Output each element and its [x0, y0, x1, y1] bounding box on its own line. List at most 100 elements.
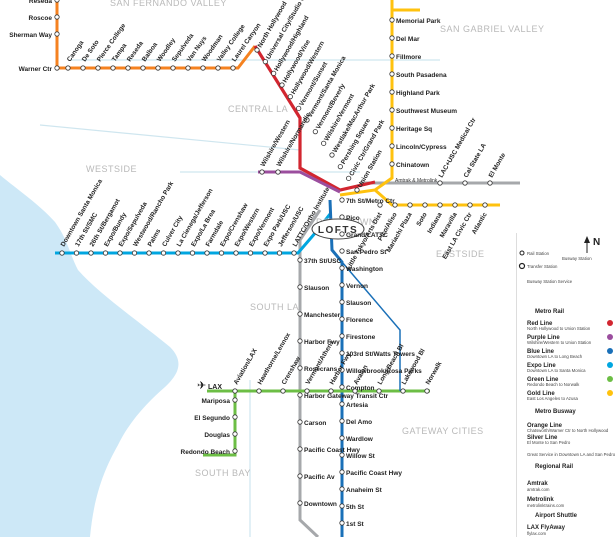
station-marker[interactable] — [487, 180, 493, 186]
station-marker[interactable] — [170, 65, 176, 71]
station-marker[interactable] — [339, 282, 345, 288]
station-marker[interactable] — [95, 65, 101, 71]
station-marker[interactable] — [400, 388, 406, 394]
station-marker[interactable] — [200, 65, 206, 71]
station-marker[interactable] — [389, 89, 395, 95]
station-marker[interactable] — [297, 257, 303, 263]
station-marker[interactable] — [339, 197, 345, 203]
station-marker[interactable] — [54, 0, 60, 3]
station-marker[interactable] — [110, 65, 116, 71]
station-marker[interactable] — [259, 169, 265, 175]
station-marker[interactable] — [329, 152, 335, 158]
station-marker[interactable] — [297, 473, 303, 479]
station-marker[interactable] — [339, 231, 345, 237]
station-marker[interactable] — [204, 250, 210, 256]
station-marker[interactable] — [247, 250, 254, 256]
station-marker[interactable] — [280, 388, 286, 394]
station-marker[interactable] — [389, 17, 395, 23]
station-marker[interactable] — [54, 14, 60, 20]
station-marker[interactable] — [175, 250, 181, 256]
station-marker[interactable] — [482, 202, 488, 208]
station-marker[interactable] — [232, 414, 238, 420]
station-marker[interactable] — [339, 435, 345, 441]
station-marker[interactable] — [232, 397, 238, 403]
station-marker[interactable] — [339, 418, 345, 424]
station-marker[interactable] — [230, 65, 236, 71]
station-marker[interactable] — [339, 520, 345, 526]
station-marker[interactable] — [352, 388, 358, 394]
station-marker[interactable] — [232, 431, 238, 437]
station-marker[interactable] — [437, 202, 443, 208]
station-marker[interactable] — [88, 250, 94, 256]
station-marker[interactable] — [462, 180, 468, 186]
station-marker[interactable] — [256, 388, 262, 394]
station-marker[interactable] — [297, 311, 303, 317]
station-marker[interactable] — [467, 202, 473, 208]
station-marker[interactable] — [155, 65, 161, 71]
station-marker[interactable] — [389, 107, 395, 113]
station-marker[interactable] — [54, 65, 60, 71]
station-marker[interactable] — [262, 250, 268, 256]
station-marker[interactable] — [346, 175, 352, 181]
station-marker[interactable] — [275, 169, 281, 175]
station-marker[interactable] — [215, 65, 221, 71]
station-marker[interactable] — [389, 53, 395, 59]
station-marker[interactable] — [339, 316, 345, 322]
station-marker[interactable] — [185, 65, 191, 71]
station-marker[interactable] — [262, 59, 268, 65]
station-marker[interactable] — [131, 250, 138, 256]
station-marker[interactable] — [291, 250, 297, 256]
station-marker[interactable] — [297, 419, 303, 425]
station-marker[interactable] — [339, 384, 345, 390]
station-marker[interactable] — [233, 250, 239, 256]
station-marker[interactable] — [389, 143, 395, 149]
station-marker[interactable] — [125, 65, 131, 71]
station-marker[interactable] — [389, 161, 395, 167]
station-marker[interactable] — [297, 365, 303, 371]
station-marker[interactable] — [232, 388, 238, 394]
station-marker[interactable] — [328, 388, 334, 394]
station-marker[interactable] — [339, 299, 345, 305]
station-marker[interactable] — [73, 250, 80, 256]
station-marker[interactable] — [254, 47, 260, 53]
station-marker[interactable] — [117, 250, 123, 256]
station-marker[interactable] — [339, 367, 345, 373]
station-marker[interactable] — [304, 388, 310, 394]
station-marker[interactable] — [389, 125, 395, 131]
station-marker[interactable] — [452, 202, 458, 208]
station-marker[interactable] — [65, 65, 71, 71]
station-marker[interactable] — [54, 31, 60, 37]
station-marker[interactable] — [321, 140, 327, 146]
station-marker[interactable] — [389, 35, 395, 41]
station-marker[interactable] — [276, 250, 283, 256]
station-marker[interactable] — [80, 65, 86, 71]
station-marker[interactable] — [376, 388, 382, 394]
station-marker[interactable] — [437, 180, 443, 186]
station-marker[interactable] — [59, 250, 65, 256]
station-marker[interactable] — [279, 82, 285, 88]
station-marker[interactable] — [339, 503, 345, 509]
station-marker[interactable] — [297, 338, 303, 344]
station-marker[interactable] — [140, 65, 146, 71]
station-marker[interactable] — [304, 117, 310, 123]
station-marker[interactable] — [339, 469, 345, 475]
station-marker[interactable] — [339, 265, 345, 271]
station-marker[interactable] — [102, 250, 109, 256]
station-marker[interactable] — [389, 71, 395, 77]
station-marker[interactable] — [189, 250, 196, 256]
station-marker[interactable] — [339, 333, 345, 339]
station-marker[interactable] — [339, 350, 345, 356]
station-marker[interactable] — [392, 202, 398, 208]
station-marker[interactable] — [297, 284, 303, 290]
station-marker[interactable] — [271, 70, 277, 76]
station-marker[interactable] — [339, 214, 345, 220]
station-marker[interactable] — [339, 401, 345, 407]
station-marker[interactable] — [354, 187, 360, 193]
station-marker[interactable] — [339, 486, 345, 492]
station-marker[interactable] — [377, 202, 383, 208]
station-marker[interactable] — [297, 500, 303, 506]
station-marker[interactable] — [160, 250, 167, 256]
station-marker[interactable] — [424, 388, 430, 394]
station-marker[interactable] — [312, 129, 318, 135]
station-marker[interactable] — [232, 448, 238, 454]
